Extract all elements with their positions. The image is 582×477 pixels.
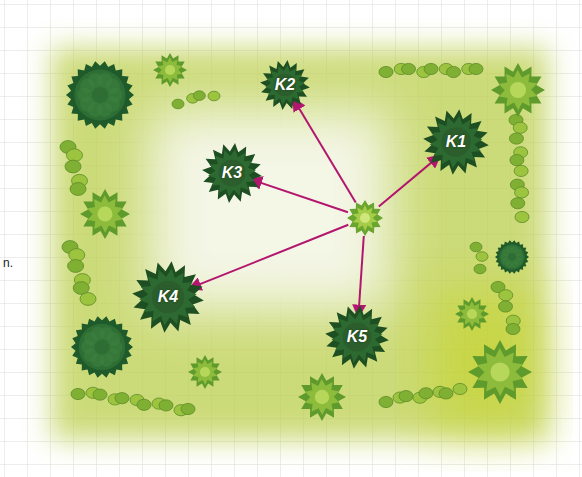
plants	[60, 53, 545, 421]
hedge	[379, 63, 483, 77]
tree-symbol: K1	[423, 109, 489, 175]
hedge	[379, 383, 467, 407]
dark-tree	[66, 61, 134, 128]
hedge	[491, 281, 520, 334]
shrub	[298, 373, 346, 421]
tree-symbol: K2	[260, 60, 310, 110]
lawn	[52, 48, 548, 440]
shrub	[455, 297, 489, 331]
dark-tree	[495, 240, 529, 274]
arrow	[293, 98, 356, 202]
cropped-text: n.	[3, 256, 13, 270]
hedge	[60, 141, 88, 196]
plant-outline	[347, 200, 383, 236]
tree-label: K3	[222, 165, 242, 181]
shrub	[153, 53, 187, 87]
dark-tree	[71, 316, 133, 377]
hedge	[470, 242, 488, 274]
shrub	[491, 63, 545, 117]
sunny-area	[430, 290, 540, 430]
tree-label: K5	[347, 329, 367, 345]
hedge	[71, 387, 195, 416]
hedge	[62, 241, 96, 306]
arrow	[189, 225, 349, 289]
shrub	[80, 189, 130, 239]
hedge	[509, 114, 529, 222]
shrub	[468, 340, 532, 404]
arrow	[379, 155, 440, 206]
tree-label: K4	[158, 289, 178, 305]
tree-label: K2	[275, 77, 295, 93]
arrow	[250, 179, 348, 212]
tree-symbol: K5	[325, 305, 389, 369]
tree-symbol: K3	[202, 143, 262, 203]
center-shrub	[347, 200, 383, 236]
tree-symbol: K4	[132, 261, 204, 333]
arrow	[358, 236, 363, 317]
tree-label: K1	[446, 134, 466, 150]
shrub	[188, 355, 222, 389]
hedge	[172, 91, 220, 109]
